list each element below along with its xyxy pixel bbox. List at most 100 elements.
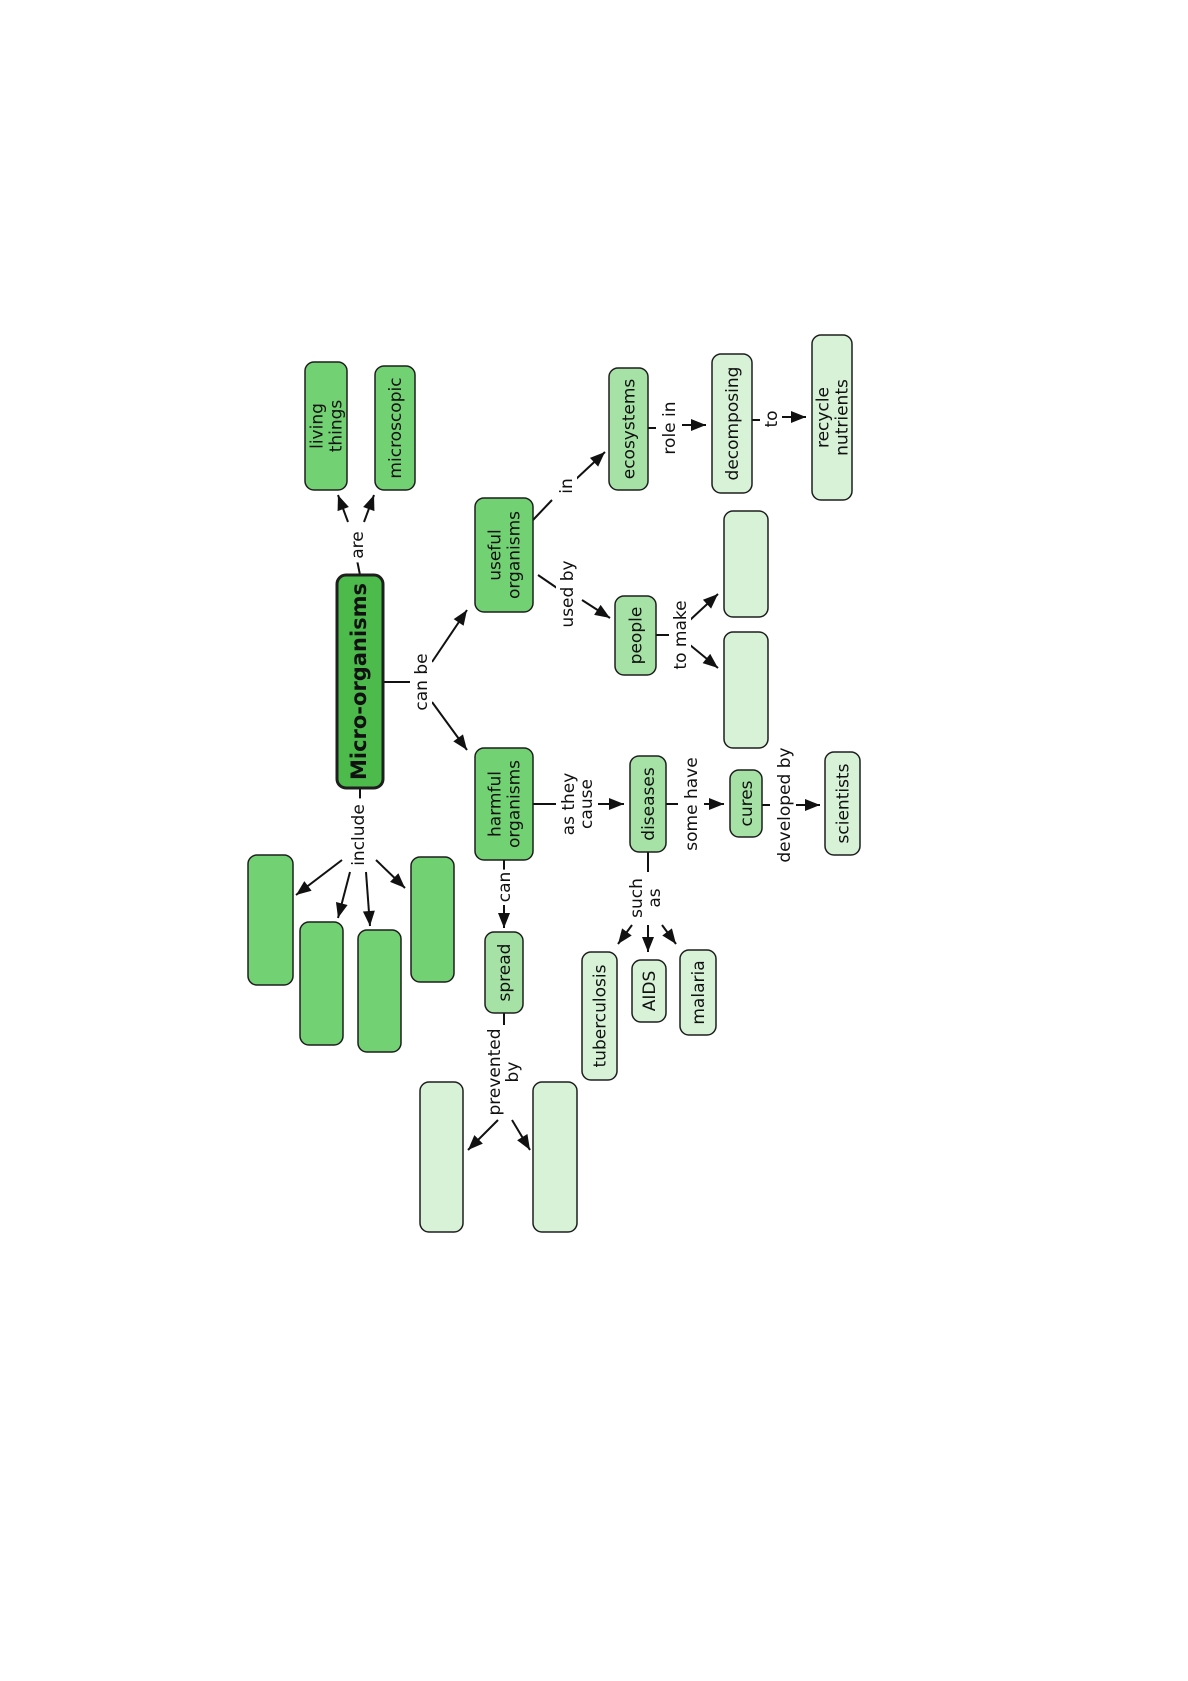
include-blank-1-box xyxy=(247,854,294,986)
include-blank-3-box xyxy=(357,929,402,1053)
diseases-node: diseases xyxy=(629,755,667,853)
to-make-blank-2-box xyxy=(723,631,769,749)
include-blank-4-node xyxy=(410,856,455,983)
harmful-organisms-label: harmfulorganisms xyxy=(486,760,525,848)
link-some-have: some have xyxy=(680,757,702,851)
link-can-be-label: can be xyxy=(412,653,432,710)
link-to-make-label: to make xyxy=(671,600,691,669)
include-blank-2-node xyxy=(299,921,344,1046)
include-blank-2-box xyxy=(299,921,344,1046)
link-include: include xyxy=(347,798,369,872)
spread-node: spread xyxy=(484,931,524,1014)
arrowhead-29 xyxy=(498,913,510,928)
include-blank-1-node xyxy=(247,854,294,986)
decomposing-label: decomposing xyxy=(723,367,743,481)
root-box xyxy=(335,573,385,790)
arrowhead-20 xyxy=(702,594,718,609)
prevented-by-blank-1-node xyxy=(419,1081,464,1233)
recycle-nutrients-node: recyclenutrients xyxy=(811,334,853,501)
tuberculosis-node: tuberculosis xyxy=(581,951,618,1081)
arrowhead-9 xyxy=(453,610,467,626)
connector-line-13 xyxy=(537,574,558,589)
include-blank-3-node xyxy=(357,929,402,1053)
link-can-be: can be xyxy=(410,650,432,714)
arrowhead-4 xyxy=(296,881,312,895)
link-developed-by-label: developed by xyxy=(775,747,795,862)
aids-box xyxy=(631,959,667,1023)
malaria-label: malaria xyxy=(689,960,709,1024)
malaria-box xyxy=(679,949,717,1036)
connector-lines xyxy=(295,411,820,1151)
prevented-by-blank-2-box xyxy=(532,1081,578,1233)
arrowhead-6 xyxy=(362,910,375,926)
diseases-box xyxy=(629,755,667,853)
link-used-by: used by xyxy=(556,557,578,631)
arrowhead-2 xyxy=(363,495,375,512)
ecosystems-box xyxy=(608,367,649,491)
to-make-blank-1-box xyxy=(723,510,769,618)
microscopic-box xyxy=(374,365,416,491)
people-node: people xyxy=(614,595,657,676)
root-label: Micro-organisms xyxy=(347,583,371,780)
link-can: can xyxy=(493,869,515,905)
arrowhead-5 xyxy=(335,901,348,918)
prevented-by-blank-1-box xyxy=(419,1081,464,1233)
connector-line-11 xyxy=(532,499,553,521)
useful-organisms-box xyxy=(474,497,534,613)
tuberculosis-label: tuberculosis xyxy=(591,964,611,1067)
arrowhead-12 xyxy=(589,452,605,467)
link-role-in-label: role in xyxy=(660,401,680,454)
living-things-box xyxy=(304,361,348,491)
link-to-label: to xyxy=(762,410,782,427)
aids-node: AIDS xyxy=(631,959,667,1023)
link-are: are xyxy=(346,527,368,563)
useful-organisms-node: usefulorganisms xyxy=(474,497,534,613)
arrowhead-31 xyxy=(618,928,632,944)
microscopic-node: microscopic xyxy=(374,365,416,491)
prevented-by-blank-2-node xyxy=(532,1081,578,1233)
aids-label: AIDS xyxy=(640,971,660,1012)
linking-phrases: are include can be in role in to used by to mak… xyxy=(346,391,795,1119)
people-label: people xyxy=(627,607,647,665)
living-things-node: livingthings xyxy=(304,361,348,491)
to-make-blank-1-node xyxy=(723,510,769,618)
useful-organisms-label: usefulorganisms xyxy=(486,511,525,599)
arrowhead-1 xyxy=(337,495,349,512)
link-prevented-by-label: preventedby xyxy=(485,1028,523,1115)
arrowhead-33 xyxy=(662,928,676,944)
recycle-nutrients-box xyxy=(811,334,853,501)
cures-box xyxy=(729,769,763,838)
link-such-as-label: suchas xyxy=(627,878,665,918)
concept-nodes: Micro-organisms livingthings microscopic us… xyxy=(247,334,861,1233)
decomposing-box xyxy=(711,353,753,494)
spread-box xyxy=(484,931,524,1014)
link-to: to xyxy=(760,406,782,432)
link-as-they-cause: as theycause xyxy=(557,767,597,841)
ecosystems-node: ecosystems xyxy=(608,367,649,491)
decomposing-node: decomposing xyxy=(711,353,753,494)
scientists-node: scientists xyxy=(824,751,861,856)
arrowhead-16 xyxy=(691,419,706,431)
arrowhead-18 xyxy=(791,411,806,423)
living-things-label: livingthings xyxy=(308,400,347,453)
arrowhead-21 xyxy=(702,653,718,668)
link-in-label: in xyxy=(557,478,577,494)
scientists-label: scientists xyxy=(834,763,854,843)
diseases-label: diseases xyxy=(639,767,659,841)
arrowhead-25 xyxy=(709,798,724,810)
link-in: in xyxy=(555,473,577,499)
arrowhead-7 xyxy=(390,873,405,888)
link-prevented-by: preventedby xyxy=(483,1025,523,1119)
tuberculosis-box xyxy=(581,951,618,1081)
ecosystems-label: ecosystems xyxy=(620,379,640,480)
root-node: Micro-organisms xyxy=(335,573,385,790)
harmful-organisms-box xyxy=(474,747,534,861)
link-to-make: to make xyxy=(669,598,691,672)
link-as-they-cause-label: as theycause xyxy=(559,773,597,836)
arrowhead-32 xyxy=(642,937,654,952)
link-such-as: suchas xyxy=(625,875,665,921)
include-blank-4-box xyxy=(410,856,455,983)
link-can-label: can xyxy=(495,872,515,903)
scientists-box xyxy=(824,751,861,856)
